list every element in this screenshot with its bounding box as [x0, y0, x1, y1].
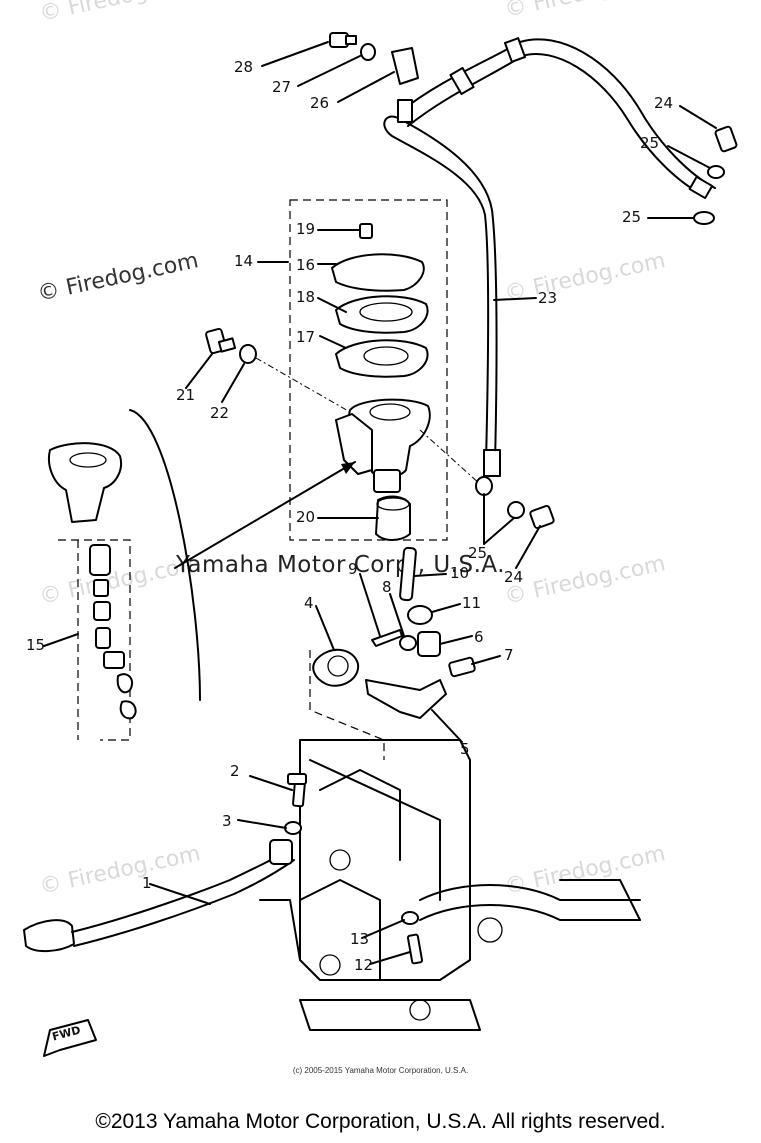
callout-1: 1 [142, 874, 152, 892]
callout-20: 20 [296, 508, 316, 526]
circlip [116, 673, 134, 694]
diaphragm [335, 339, 429, 378]
clevis [417, 631, 441, 657]
hose-fitting [483, 449, 501, 477]
bracket-outline [129, 409, 201, 701]
callout-7: 7 [504, 646, 514, 664]
callout-15: 15 [26, 636, 46, 654]
callout-10: 10 [450, 564, 470, 582]
callout-16: 16 [296, 256, 316, 274]
callout-11: 11 [462, 594, 482, 612]
banjo-bolt [714, 125, 738, 153]
return-spring [312, 649, 360, 687]
washer [707, 165, 725, 179]
washer [284, 821, 302, 835]
yamaha-watermark-text: Yamaha Motor Corp., U.S.A. [176, 552, 506, 578]
footer-copyright: ©2013 Yamaha Motor Corporation, U.S.A. A… [95, 1110, 666, 1133]
boot [375, 495, 411, 541]
callout-18: 18 [296, 288, 316, 306]
callout-28: 28 [234, 58, 254, 76]
callout-22: 22 [210, 404, 230, 422]
callout-3: 3 [222, 812, 232, 830]
washer [507, 501, 525, 519]
banjo-bolt [529, 504, 555, 530]
brake-pedal-arm [71, 847, 293, 933]
push-rod [399, 546, 417, 602]
callout-19: 19 [296, 220, 316, 238]
hose-clamp [391, 47, 419, 85]
callout-12: 12 [354, 956, 374, 974]
washer [693, 211, 715, 225]
washer [399, 635, 417, 651]
master-cylinder-group-box [289, 199, 448, 541]
callout-27: 27 [272, 78, 292, 96]
callout-5: 5 [460, 740, 470, 758]
brake-hose-upper [399, 38, 716, 189]
cap-screw [359, 223, 373, 239]
nut [407, 605, 433, 625]
callout-21: 21 [176, 386, 196, 404]
callout-25-right: 25 [622, 208, 642, 226]
bolt [406, 933, 424, 965]
hose-fitting [688, 175, 714, 200]
reservoir-cap [331, 253, 425, 292]
brake-pedal-pad [23, 919, 75, 952]
hose-fitting [449, 66, 475, 96]
callout-8: 8 [382, 578, 392, 596]
washer [401, 911, 419, 925]
callout-9: 9 [348, 560, 358, 578]
callout-6: 6 [474, 628, 484, 646]
washer [360, 43, 376, 61]
hose-fitting [504, 37, 526, 63]
callout-24-lower: 24 [504, 568, 524, 586]
brake-hose [383, 115, 498, 463]
callout-25-lower: 25 [468, 544, 488, 562]
cylinder-cutaway [48, 442, 122, 523]
washer [239, 344, 257, 364]
clevis-pin [448, 656, 476, 678]
hose-fitting [397, 99, 413, 123]
callout-24-upper: 24 [654, 94, 674, 112]
callout-4: 4 [304, 594, 314, 612]
callout-14: 14 [234, 252, 254, 270]
callout-26: 26 [310, 94, 330, 112]
small-copyright: (c) 2005-2015 Yamaha Motor Corporation, … [292, 1066, 469, 1075]
frame [299, 739, 471, 981]
fwd-arrow [43, 1019, 97, 1057]
cotter-pin [371, 629, 403, 647]
piston [95, 627, 111, 649]
callout-25-upper: 25 [640, 134, 660, 152]
callout-23: 23 [538, 289, 558, 307]
callout-13: 13 [350, 930, 370, 948]
callout-2: 2 [230, 762, 240, 780]
gasket [335, 295, 429, 334]
callout-17: 17 [296, 328, 316, 346]
washer [475, 476, 493, 496]
brake-shaft [365, 679, 447, 719]
spring [89, 544, 111, 576]
